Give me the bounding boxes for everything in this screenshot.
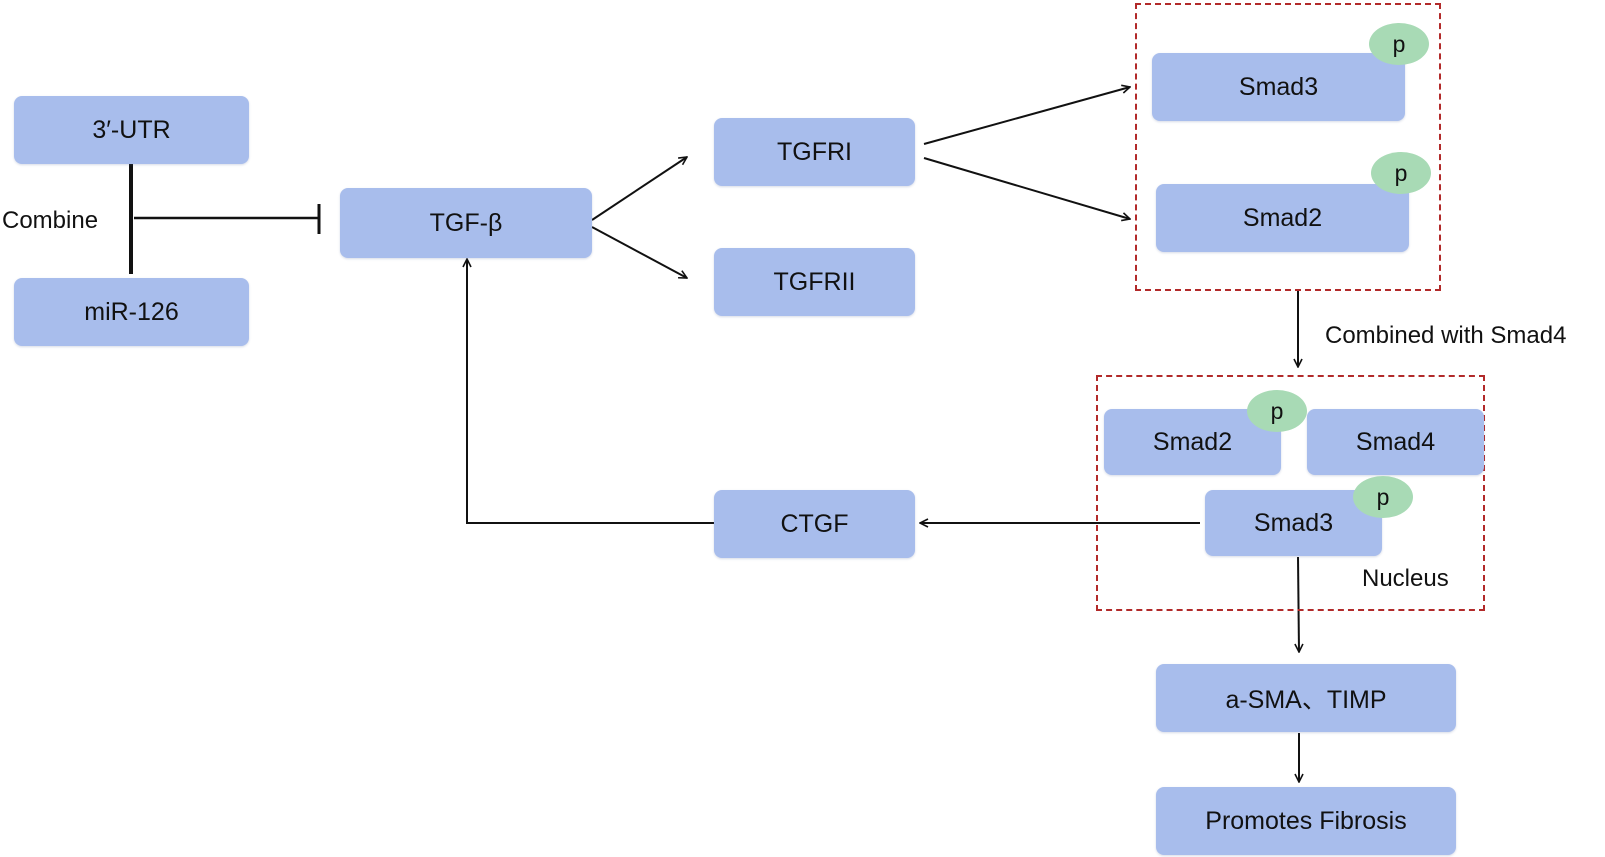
phospho-badge: p [1371,152,1431,194]
node-smad4-nucleus: Smad4 [1307,409,1484,475]
node-tgfri: TGFRI [714,118,915,186]
node-mir126: miR-126 [14,278,249,346]
node-tgfb: TGF-β [340,188,592,258]
node-asma-timp: a-SMA、TIMP [1156,664,1456,732]
phospho-badge: p [1369,23,1429,65]
label-combined-with-smad4: Combined with Smad4 [1325,322,1567,349]
node-tgfrii: TGFRII [714,248,915,316]
nucleus-frame [1096,375,1485,611]
node-3utr: 3′-UTR [14,96,249,164]
arrow-ctgf-to-tgfb [467,259,714,524]
node-promotes-fibrosis: Promotes Fibrosis [1156,787,1456,855]
label-nucleus: Nucleus [1362,565,1449,592]
phospho-badge: p [1353,476,1413,518]
node-smad3-nucleus: Smad3 [1205,490,1382,556]
arrow-tgfb-to-tgfri [591,157,687,221]
phospho-badge: p [1247,390,1307,432]
arrow-tgfri-to-smad3 [923,87,1130,145]
arrow-tgfri-to-smad2 [923,157,1130,219]
node-smad2-phospho: Smad2 [1156,184,1409,252]
node-smad3-phospho: Smad3 [1152,53,1405,121]
node-ctgf: CTGF [714,490,915,558]
label-combine: Combine [2,207,99,234]
arrow-tgfb-to-tgfrii [591,226,687,279]
cytoplasm-smad-frame [1135,3,1441,291]
arrow-smad3-to-asma [1298,556,1299,652]
